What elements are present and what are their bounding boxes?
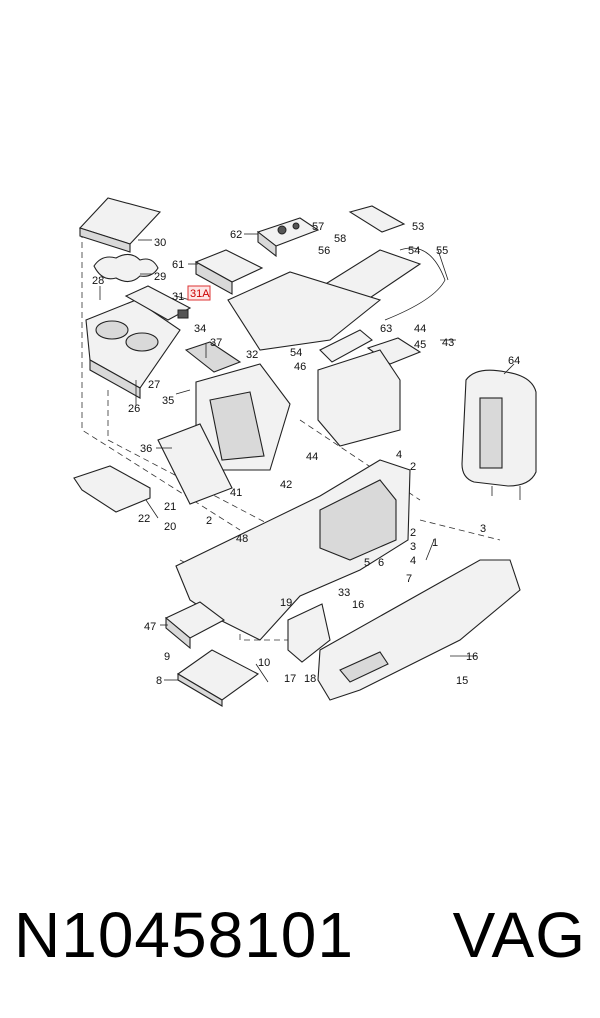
footer: N10458101 VAG bbox=[0, 890, 600, 980]
label-22: 22 bbox=[138, 513, 150, 525]
label-58: 58 bbox=[334, 233, 346, 245]
label-48: 48 bbox=[236, 533, 248, 545]
part-17-support bbox=[287, 603, 331, 663]
label-63: 63 bbox=[380, 323, 392, 335]
part-21-seal bbox=[73, 465, 151, 513]
part-32-housing bbox=[195, 363, 291, 471]
label-3-right2: 3 bbox=[410, 541, 416, 553]
label-45: 45 bbox=[414, 339, 426, 351]
label-44-mid: 44 bbox=[306, 451, 318, 463]
part-29-seal bbox=[93, 253, 159, 283]
part-62-switch-panel bbox=[256, 217, 320, 258]
part-63-bezel bbox=[319, 329, 373, 363]
label-57: 57 bbox=[312, 221, 324, 233]
label-36: 36 bbox=[140, 443, 152, 455]
label-10: 10 bbox=[258, 657, 270, 669]
label-4-right: 4 bbox=[410, 555, 416, 567]
part-30-lid bbox=[79, 197, 162, 253]
label-7: 7 bbox=[406, 573, 412, 585]
part-34-frame bbox=[184, 271, 382, 373]
label-6: 6 bbox=[378, 557, 384, 569]
label-30: 30 bbox=[154, 237, 166, 249]
part-43-tray bbox=[317, 337, 422, 447]
label-47: 47 bbox=[144, 621, 156, 633]
label-2-mid: 2 bbox=[206, 515, 212, 527]
label-32: 32 bbox=[246, 349, 258, 361]
label-28: 28 bbox=[92, 275, 104, 287]
part-47-module bbox=[164, 601, 226, 650]
label-53: 53 bbox=[412, 221, 424, 233]
label-54-mid: 54 bbox=[290, 347, 302, 359]
highlight-31a: 31A bbox=[187, 285, 211, 301]
label-31a: 31A bbox=[190, 288, 210, 300]
label-41: 41 bbox=[230, 487, 242, 499]
leader-lines bbox=[99, 233, 515, 683]
label-54-top: 54 bbox=[408, 245, 420, 257]
label-46: 46 bbox=[294, 361, 306, 373]
part-36-cover bbox=[157, 423, 233, 505]
label-55: 55 bbox=[436, 245, 448, 257]
label-2-top: 2 bbox=[410, 461, 416, 473]
label-44-top: 44 bbox=[414, 323, 426, 335]
label-27: 27 bbox=[148, 379, 160, 391]
label-15: 15 bbox=[456, 675, 468, 687]
label-21: 21 bbox=[164, 501, 176, 513]
label-31: 31 bbox=[172, 291, 184, 303]
label-62: 62 bbox=[230, 229, 242, 241]
label-9: 9 bbox=[164, 651, 170, 663]
label-19: 19 bbox=[280, 597, 292, 609]
label-4-top: 4 bbox=[396, 449, 402, 461]
label-8: 8 bbox=[156, 675, 162, 687]
label-26: 26 bbox=[128, 403, 140, 415]
label-2-right: 2 bbox=[410, 527, 416, 539]
callout-labels: 30 29 28 31 27 26 62 61 57 58 53 54 55 5… bbox=[92, 221, 520, 687]
label-17: 17 bbox=[284, 673, 296, 685]
label-16-right: 16 bbox=[466, 651, 478, 663]
part-61-unit bbox=[194, 249, 264, 295]
label-5: 5 bbox=[364, 557, 370, 569]
label-37: 37 bbox=[210, 337, 222, 349]
label-35: 35 bbox=[162, 395, 174, 407]
label-29: 29 bbox=[154, 271, 166, 283]
brand-label: VAG bbox=[452, 899, 586, 971]
label-1: 1 bbox=[432, 537, 438, 549]
label-42: 42 bbox=[280, 479, 292, 491]
label-3-right: 3 bbox=[480, 523, 486, 535]
label-20: 20 bbox=[164, 521, 176, 533]
part-31-bracket bbox=[124, 285, 192, 321]
label-33: 33 bbox=[338, 587, 350, 599]
label-64: 64 bbox=[508, 355, 520, 367]
label-34: 34 bbox=[194, 323, 206, 335]
part-8-bracket bbox=[176, 649, 260, 707]
part-cupholder bbox=[85, 299, 181, 399]
label-16-mid: 16 bbox=[352, 599, 364, 611]
part-number: N10458101 bbox=[14, 899, 354, 971]
part-64-armrest bbox=[461, 369, 537, 500]
label-43: 43 bbox=[442, 337, 454, 349]
label-56: 56 bbox=[318, 245, 330, 257]
label-61: 61 bbox=[172, 259, 184, 271]
label-18: 18 bbox=[304, 673, 316, 685]
exploded-parts-diagram: 30 29 28 31 27 26 62 61 57 58 53 54 55 5… bbox=[73, 197, 537, 707]
part-15-side-trim bbox=[317, 559, 521, 701]
